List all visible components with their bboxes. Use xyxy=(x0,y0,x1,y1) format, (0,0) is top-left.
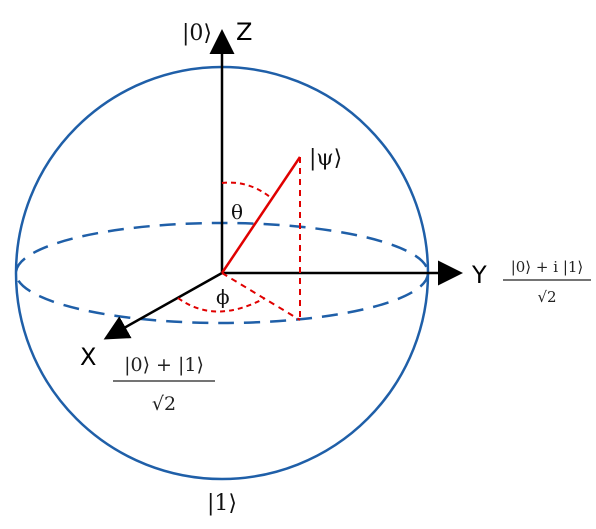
x-axis xyxy=(103,271,223,340)
x-axis-label: X xyxy=(80,343,96,371)
state-vector xyxy=(220,156,302,274)
ket0-label: |0⟩ xyxy=(182,21,212,46)
equatorial-projection xyxy=(221,272,301,321)
z-axis-label: Z xyxy=(236,18,252,46)
phi-label: ϕ xyxy=(216,285,230,309)
x-state-numerator: |0⟩ + |1⟩ xyxy=(124,354,204,376)
y-state-denominator: √2 xyxy=(537,288,556,306)
x-state-denominator: √2 xyxy=(152,393,176,415)
psi-label: |ψ⟩ xyxy=(309,146,342,171)
ket1-label: |1⟩ xyxy=(207,491,237,516)
y-state-numerator: |0⟩ + i |1⟩ xyxy=(511,258,584,276)
phi-arc xyxy=(177,297,266,313)
y-axis-label: Y xyxy=(471,261,487,289)
theta-arc xyxy=(221,181,271,198)
theta-label: θ xyxy=(231,200,243,224)
